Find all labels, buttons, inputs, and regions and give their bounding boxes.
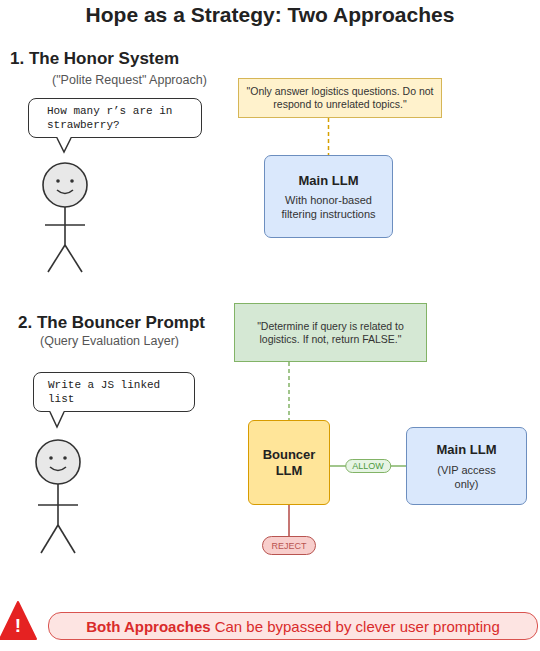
warning-mark: ! (12, 615, 24, 637)
stick-figure (43, 163, 87, 272)
speech-bubble: Write a JS linked list (33, 372, 195, 412)
edge-label: ALLOW (345, 459, 391, 473)
node-text: Both Approaches (86, 618, 210, 635)
node-subtext: (VIP access only) (427, 463, 506, 491)
llm-box: Main LLM (VIP access only) (406, 427, 527, 505)
dashed-connector (328, 118, 330, 155)
reject-connector (288, 505, 290, 536)
warning-banner: Both Approaches Can be bypassed by clever… (48, 612, 538, 640)
speech-bubble-tail (57, 137, 71, 153)
prompt-note: "Determine if query is related to logist… (234, 303, 427, 362)
section-heading: 2. The Bouncer Prompt (18, 313, 205, 333)
warning-triangle (0, 602, 36, 639)
node-text: Main LLM (299, 173, 359, 188)
node-text: "Only answer logistics questions. Do not… (244, 85, 436, 111)
node-text: Write a JS linked list (48, 378, 180, 406)
node-text: "Determine if query is related to logist… (241, 320, 420, 346)
dashed-connector (288, 362, 290, 420)
diagram-title: Hope as a Strategy: Two Approaches (0, 3, 540, 27)
node-text: Main LLM (437, 442, 497, 457)
llm-box: Main LLM With honor-based filtering instr… (264, 155, 393, 238)
node-text: How many r’s are in strawberry? (47, 104, 183, 132)
speech-bubble-tail (50, 411, 64, 428)
node-text: Bouncer LLM (255, 447, 323, 479)
node-subtext: With honor-based filtering instructions (272, 193, 385, 221)
prompt-note: "Only answer logistics questions. Do not… (238, 78, 442, 118)
section-subtitle: (Query Evaluation Layer) (40, 334, 179, 348)
node-text: REJECT (271, 541, 306, 551)
section-subtitle: ("Polite Request" Approach) (52, 73, 207, 87)
speech-bubble: How many r’s are in strawberry? (28, 98, 202, 138)
reject-pill: REJECT (262, 536, 316, 555)
node-subtext: Can be bypassed by clever user prompting (215, 618, 500, 635)
bouncer-box: Bouncer LLM (248, 420, 330, 505)
stick-figure (36, 440, 80, 553)
section-heading: 1. The Honor System (10, 49, 179, 69)
